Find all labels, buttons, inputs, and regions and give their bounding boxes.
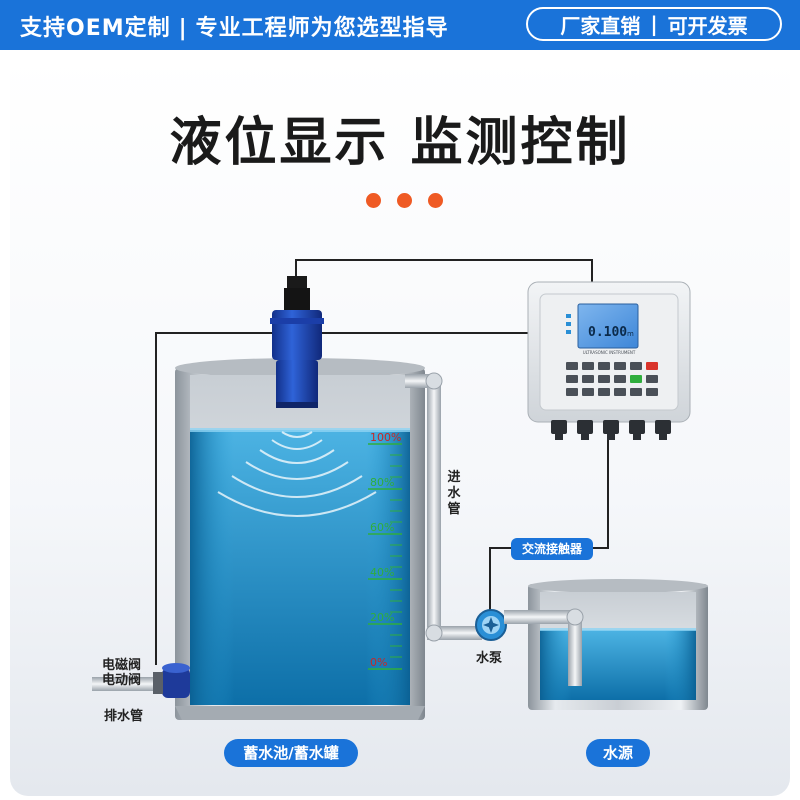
dot-icon (366, 193, 381, 208)
invoice-text: 可开发票 (667, 13, 748, 38)
scale-label-100: 100% (370, 431, 402, 444)
badge-separator: | (650, 12, 658, 36)
drain-assembly (92, 663, 190, 698)
scale-label-40: 40% (370, 566, 395, 579)
control-wires (155, 259, 609, 665)
valve-cable (155, 332, 530, 665)
level-controller (527, 281, 691, 440)
ultrasonic-waves (217, 431, 377, 517)
contactor-label: 交流接触器 (511, 538, 593, 560)
page-title: 液位显示 监测控制 (169, 113, 631, 173)
electric-valve-label: 电动阀 (102, 673, 142, 688)
scale-label-0: 0% (370, 656, 388, 669)
top-banner: 支持OEM定制 | 专业工程师为您选型指导 厂家直销 | 可开发票 (0, 0, 800, 50)
inlet-pipe-label: 进水管 (447, 470, 461, 517)
suction-pipe (504, 608, 584, 686)
solenoid-valve-label: 电磁阀 (102, 658, 142, 673)
water-source-tank (528, 579, 708, 710)
sensor-cable (295, 259, 593, 285)
valve-body (162, 668, 190, 698)
level-scale-ticks (368, 443, 402, 670)
inlet-pipe (405, 372, 482, 642)
scale-label-80: 80% (370, 476, 395, 489)
reading-unit: m (627, 330, 634, 338)
tank-water-shade (190, 430, 410, 705)
storage-tank (175, 358, 425, 720)
banner-slogan: 支持OEM定制 | 专业工程师为您选型指导 (20, 10, 449, 42)
banner-badge: 厂家直销 | 可开发票 (526, 7, 782, 41)
engineer-text: 专业工程师为您选型指导 (195, 16, 449, 41)
dot-icon (428, 193, 443, 208)
pump-icon (475, 609, 507, 641)
contactor-to-pump-wire (489, 547, 511, 612)
storage-tank-tag: 蓄水池/蓄水罐 (224, 739, 358, 767)
controller-brand: ULTRASONIC INSTRUMENT (582, 350, 636, 355)
lcd-screen (577, 303, 639, 349)
dot-icon (397, 193, 412, 208)
controller-reading: 0.100 (588, 325, 627, 340)
ultrasonic-sensor (270, 276, 324, 408)
pump-label: 水泵 (476, 651, 503, 666)
water-surface (190, 428, 410, 432)
cable-glands (551, 420, 671, 440)
minor-ticks (390, 454, 402, 658)
scale-label-60: 60% (370, 521, 395, 534)
factory-direct-text: 厂家直销 (560, 13, 641, 38)
oem-text: 支持OEM定制 (20, 16, 171, 41)
banner-separator: | (178, 16, 188, 41)
keypad (566, 362, 658, 396)
controller-to-contactor-wire (593, 440, 609, 549)
drain-pipe-label: 排水管 (104, 709, 144, 724)
tank-base (175, 706, 425, 720)
water-source-tag: 水源 (586, 739, 650, 767)
reading-value: 0.100 (588, 325, 628, 340)
scale-label-20: 20% (370, 611, 395, 624)
